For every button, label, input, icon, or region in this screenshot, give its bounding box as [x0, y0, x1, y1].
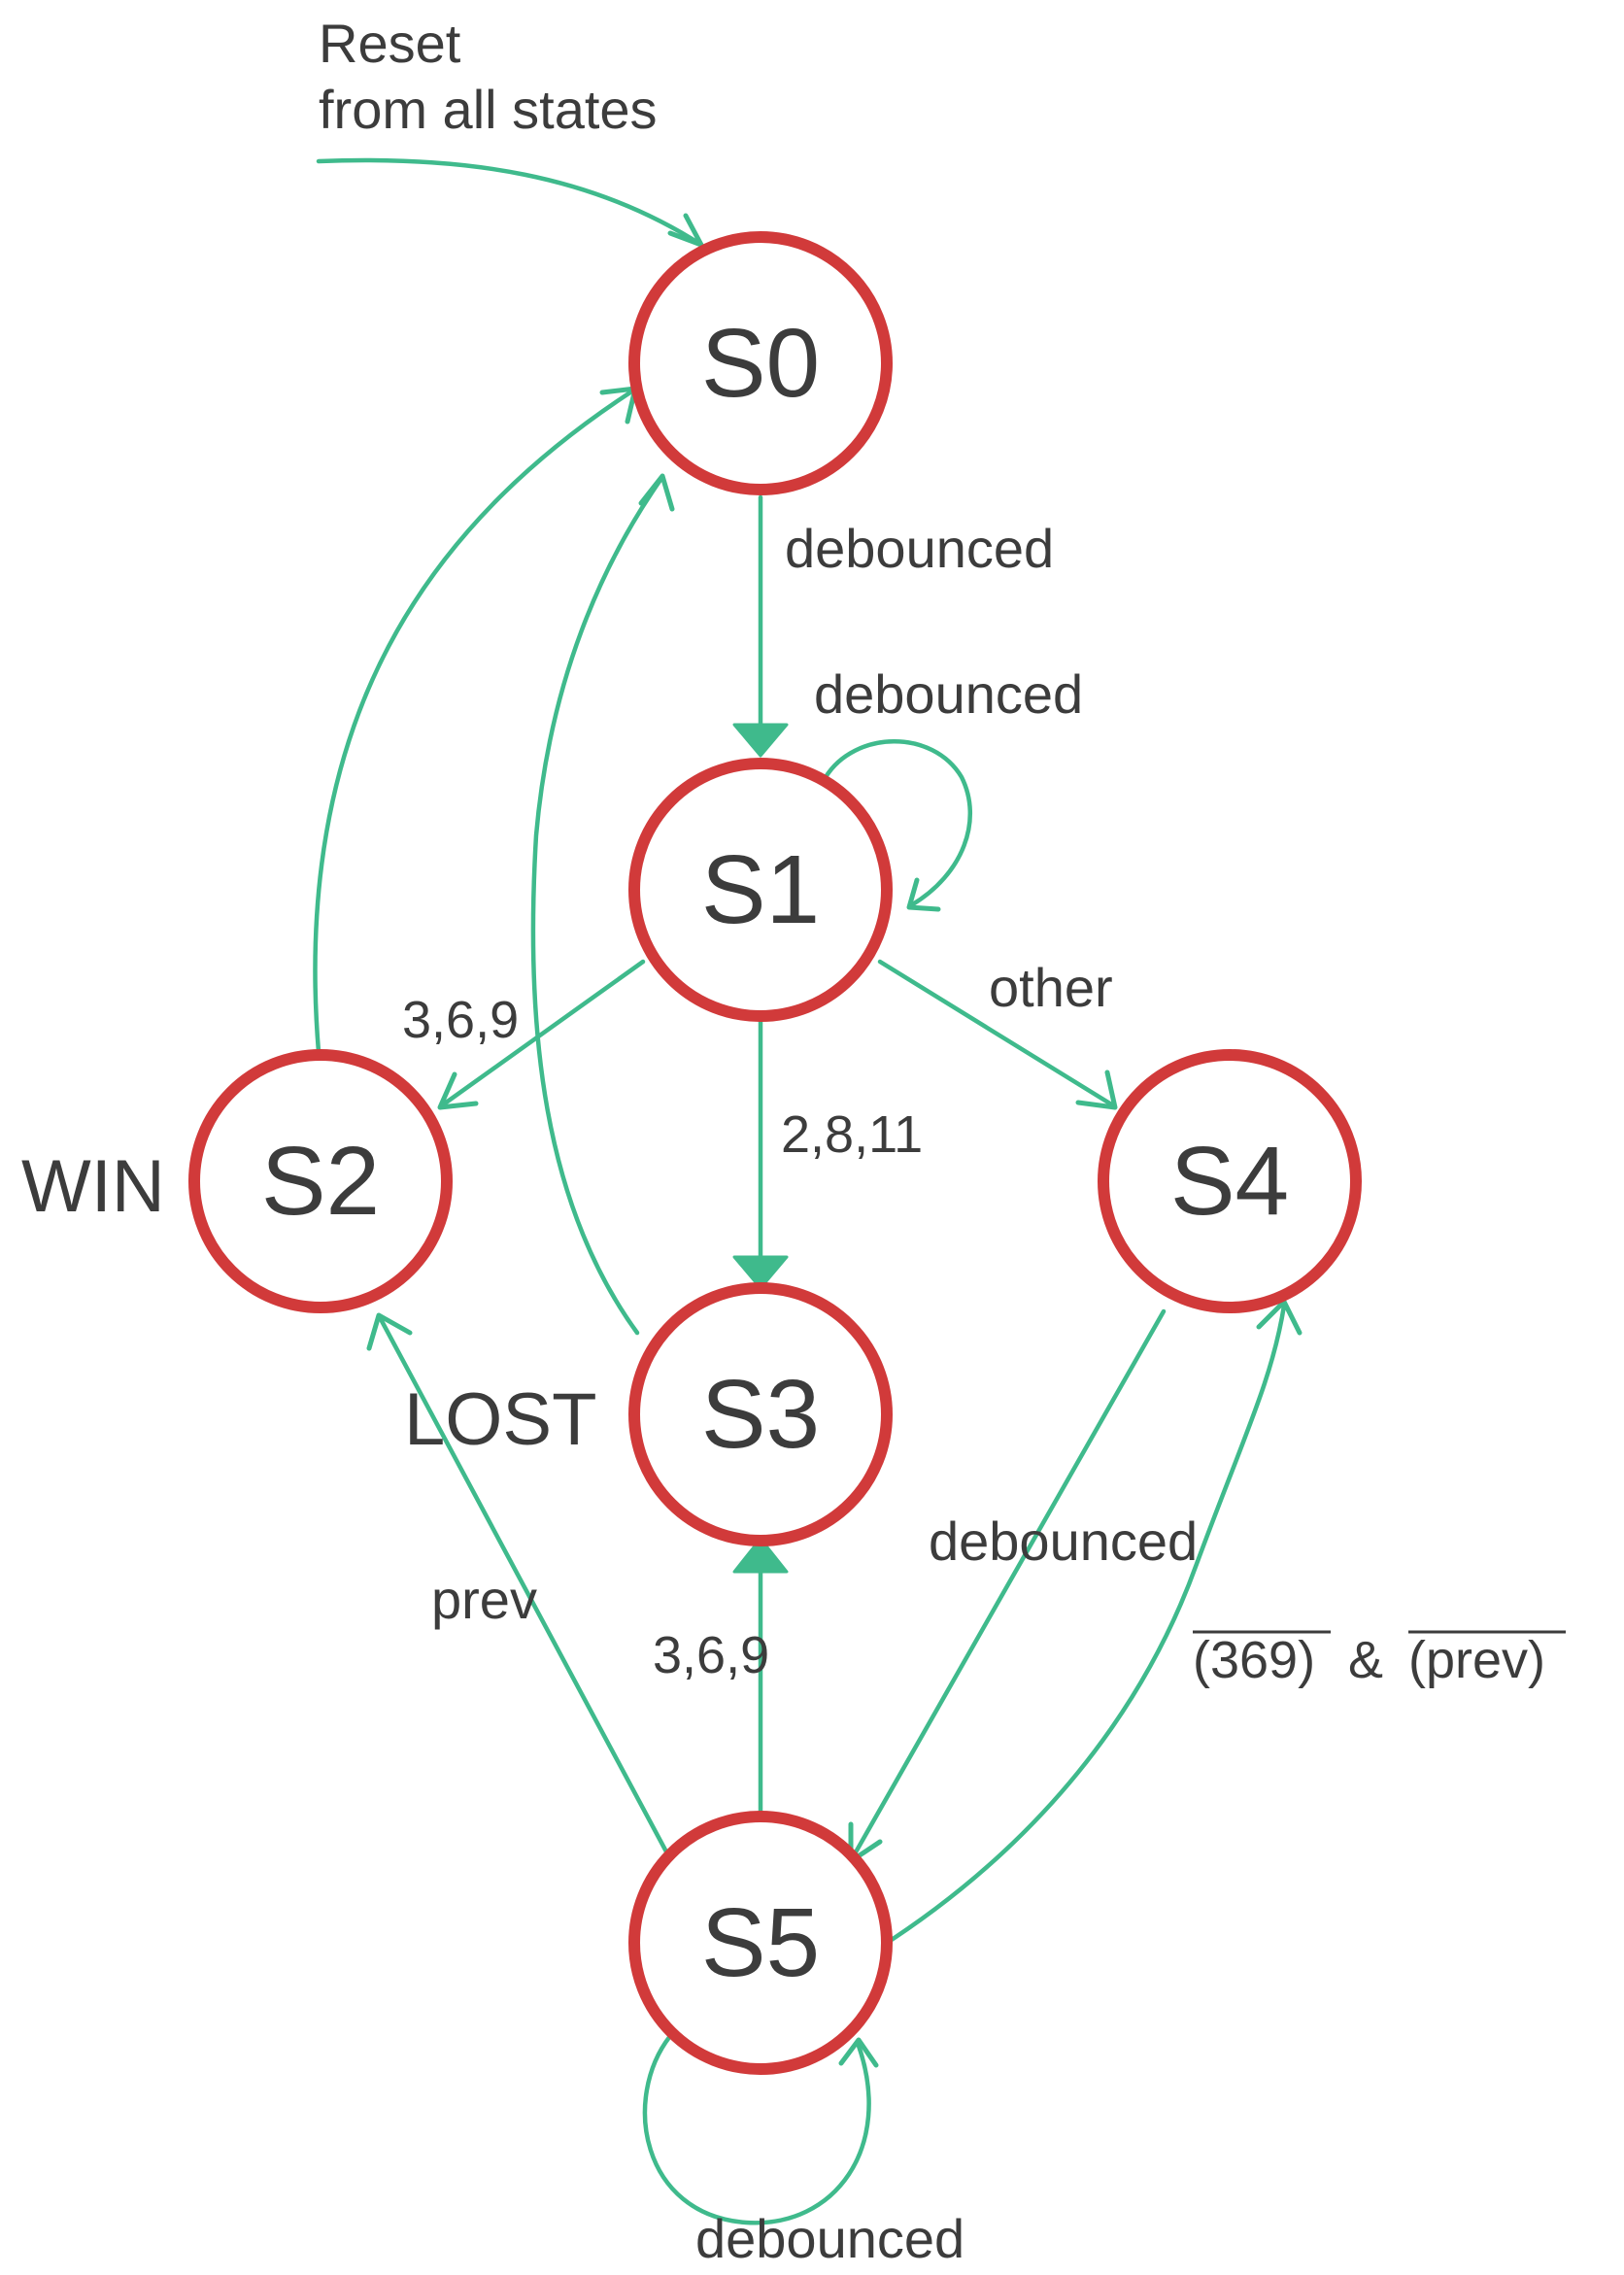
state-s0[interactable]: S0 [628, 231, 893, 495]
label-s5-to-s4-amp: & [1348, 1631, 1383, 1689]
arrowhead-s5-to-s4 [1256, 1299, 1303, 1336]
state-s2-circle [188, 1049, 453, 1313]
state-s1-circle [628, 758, 893, 1022]
edge-s5-to-s2 [378, 1316, 671, 1858]
edge-s4-to-s5 [850, 1308, 1167, 1860]
arrowhead-s5-self-loop [838, 2037, 879, 2068]
label-s5-to-s4: (369) & (prev) [1193, 1630, 1566, 1689]
state-s4[interactable]: S4 [1098, 1049, 1362, 1313]
state-s2-label: S2 [261, 1127, 380, 1236]
arrowhead-s1-to-s4 [1075, 1070, 1118, 1110]
state-s0-circle [628, 231, 893, 495]
state-s5-circle [628, 1811, 893, 2075]
arrowhead-s1-to-s2 [437, 1071, 479, 1110]
outcome-win-label: WIN [21, 1145, 165, 1228]
arrowhead-s5-to-s3 [732, 1537, 789, 1574]
reset-note-line2: from all states [319, 79, 658, 140]
label-s5-to-s4-part1: (369) [1193, 1631, 1315, 1689]
edge-s2-to-s0 [313, 388, 636, 1055]
label-s5-self-loop: debounced [695, 2208, 964, 2269]
state-s5[interactable]: S5 [628, 1811, 893, 2075]
arrowhead-s3-to-s0 [638, 473, 675, 512]
state-s1[interactable]: S1 [628, 758, 893, 1022]
state-s4-label: S4 [1170, 1127, 1289, 1236]
label-s0-to-s1: debounced [785, 518, 1054, 579]
edge-s5-self-loop [642, 2033, 871, 2225]
state-s0-label: S0 [701, 309, 820, 418]
edge-s1-self-loop [823, 739, 973, 908]
state-s1-label: S1 [701, 835, 820, 944]
arrowhead-s5-to-s2 [366, 1312, 413, 1351]
edge-s3-to-s0 [530, 477, 663, 1336]
edge-s5-to-s4 [875, 1303, 1287, 1952]
arrowhead-s1-self-loop [906, 877, 941, 912]
label-s4-to-s5: debounced [929, 1511, 1198, 1572]
arrowhead-s1-to-s3 [732, 1255, 789, 1290]
label-s5-to-s4-part2: (prev) [1408, 1631, 1545, 1689]
state-s3[interactable]: S3 [628, 1282, 893, 1546]
edge-s1-to-s4 [877, 959, 1116, 1108]
state-s5-label: S5 [701, 1888, 820, 1997]
reset-note-line1: Reset [319, 13, 461, 74]
edge-s1-to-s2 [439, 959, 646, 1108]
label-s1-to-s3: 2,8,11 [781, 1105, 923, 1164]
arrowhead-s0-to-s1 [732, 723, 789, 758]
label-s5-to-s3: 3,6,9 [653, 1626, 769, 1684]
outcome-lost-label: LOST [404, 1378, 597, 1461]
state-s2[interactable]: S2 [188, 1049, 453, 1313]
label-s5-to-s2: prev [431, 1569, 537, 1630]
state-s4-circle [1098, 1049, 1362, 1313]
arrowhead-reset-to-s0 [667, 213, 704, 248]
label-s1-to-s4: other [989, 957, 1113, 1018]
label-s1-self-loop: debounced [814, 663, 1083, 725]
state-s3-label: S3 [701, 1360, 820, 1469]
edge-reset-to-s0 [316, 157, 704, 248]
label-s1-to-s2: 3,6,9 [402, 991, 519, 1049]
state-s3-circle [628, 1282, 893, 1546]
